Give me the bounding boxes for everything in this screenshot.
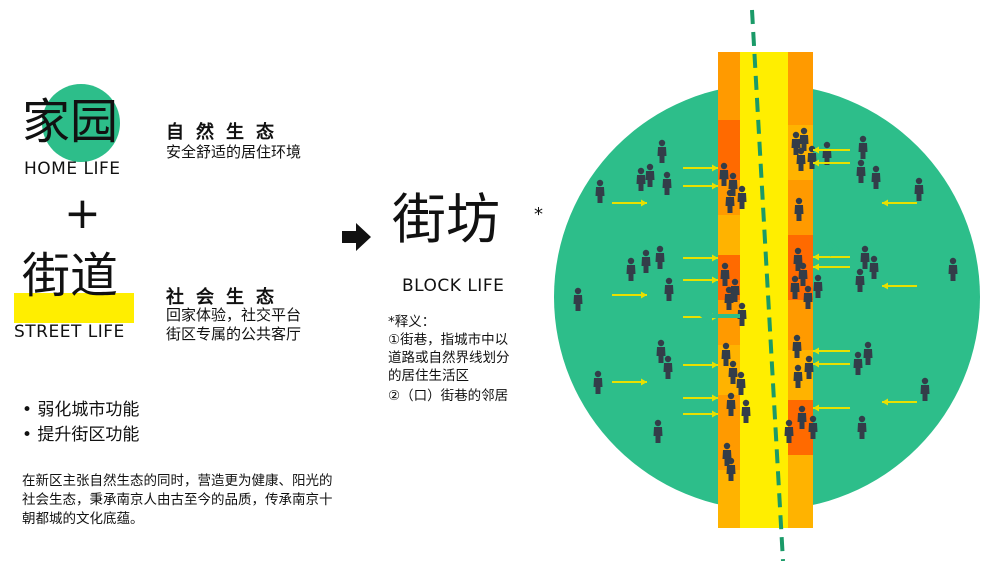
street-title: 街道 xyxy=(22,248,119,304)
home-circle xyxy=(42,84,120,162)
arrow-left-icon xyxy=(813,253,850,261)
right-arrow-icon xyxy=(342,223,371,251)
home-title: 家园 xyxy=(22,94,119,150)
block-subtitle: BLOCK LIFE xyxy=(402,276,505,296)
block-title: 街坊 xyxy=(392,188,500,251)
arrow-left-icon xyxy=(882,282,917,290)
arrow-left-icon xyxy=(813,404,850,412)
arrow-right-icon xyxy=(683,276,718,284)
bullet-1: • 弱化城市功能 xyxy=(22,400,140,420)
arrow-left-icon xyxy=(813,347,850,355)
arrow-right-icon xyxy=(612,291,647,299)
arrow-right-icon xyxy=(683,394,718,402)
street-eco-sub-2: 街区专属的公共客厅 xyxy=(166,325,302,343)
arrow-left-icon xyxy=(813,360,850,368)
street-highlight-bar xyxy=(14,293,134,323)
note-label: *释义： xyxy=(388,314,436,330)
central-street xyxy=(740,52,788,528)
arrow-left-icon xyxy=(813,146,850,154)
note-line-3: 的居住生活区 xyxy=(388,368,469,384)
arrow-right-icon xyxy=(683,361,718,369)
plus-sign: + xyxy=(64,188,101,239)
block-life-diagram xyxy=(554,9,980,561)
right-street-segment xyxy=(786,455,813,528)
arrow-left-icon xyxy=(813,159,850,167)
paragraph-line-3: 朝都城的文化底蕴。 xyxy=(22,511,144,527)
arrow-right-icon xyxy=(683,254,718,262)
street-eco-title: 社会生态 xyxy=(166,287,286,308)
arrow-right-icon xyxy=(612,378,647,386)
center-dashed-line xyxy=(750,9,785,561)
note-line-1: ①街巷，指城市中以 xyxy=(388,332,509,348)
bullet-2: • 提升街区功能 xyxy=(22,425,140,445)
arrow-right-icon xyxy=(683,182,718,190)
arrow-right-icon xyxy=(683,164,718,172)
note-line-2: 道路或自然界线划分 xyxy=(388,350,510,366)
home-eco-title: 自然生态 xyxy=(166,122,286,143)
paragraph-line-1: 在新区主张自然生态的同时，营造更为健康、阳光的 xyxy=(22,473,333,489)
block-asterisk: * xyxy=(534,204,543,225)
green-arrow-left xyxy=(699,308,740,324)
green-arrow-right xyxy=(815,241,840,257)
arrow-right-icon xyxy=(683,410,718,418)
paragraph-line-2: 社会生态，秉承南京人由古至今的品质，传承南京十 xyxy=(22,492,333,508)
arrow-left-icon xyxy=(882,398,917,406)
home-eco-sub: 安全舒适的居住环境 xyxy=(166,143,302,161)
right-street-segment xyxy=(786,52,813,125)
arrow-left-icon xyxy=(882,199,917,207)
arrow-right-icon xyxy=(612,199,647,207)
street-subtitle: STREET LIFE xyxy=(14,322,125,342)
street-eco-sub-1: 回家体验，社交平台 xyxy=(166,306,302,324)
home-subtitle: HOME LIFE xyxy=(24,159,121,179)
arrow-left-icon xyxy=(813,263,850,271)
note-line-4: ②（口）街巷的邻居 xyxy=(388,388,509,404)
